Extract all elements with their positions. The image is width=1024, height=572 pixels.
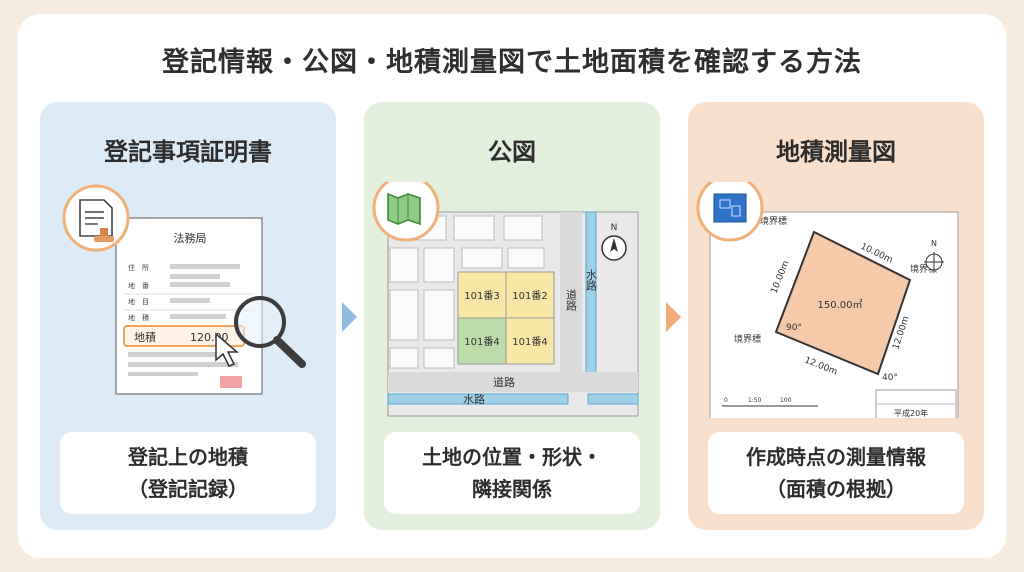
footer-line-1: 登記上の地積 <box>128 445 248 469</box>
vertical-road <box>560 212 582 372</box>
horizontal-road <box>388 372 638 392</box>
scale-tick-1: 0 <box>724 397 728 404</box>
seal-stamp <box>220 376 242 388</box>
panel-registry-footer: 登記上の地積 （登記記録） <box>60 432 316 514</box>
lot-101-3 <box>457 271 507 319</box>
angle-label-2: 40° <box>882 373 898 383</box>
boundary-label-1: 境界標 <box>760 215 787 227</box>
footer-line-2: （面積の根拠） <box>766 477 906 501</box>
survey-map-illustration: 150.00㎡ 10.00m 10.00m 12.00m 12.00m 境界標 … <box>696 182 959 418</box>
lot-label-2: 101番2 <box>512 290 547 302</box>
road-vertical-label: 道路 <box>565 288 578 312</box>
panel-registry-heading: 登記事項証明書 <box>104 138 272 166</box>
north-label: N <box>931 239 937 248</box>
footer-line-1: 作成時点の測量情報 <box>746 445 926 469</box>
lot-101-4-right <box>505 317 555 365</box>
panel-cadastral-heading: 公図 <box>488 138 536 166</box>
angle-label-1: 90° <box>786 323 802 333</box>
page-title: 登記情報・公図・地積測量図で土地面積を確認する方法 <box>162 47 862 78</box>
surveyed-parcel <box>774 230 912 376</box>
surrounding-parcels <box>389 215 545 369</box>
cursor-icon <box>215 332 240 367</box>
road-label: 道路 <box>493 375 515 389</box>
lot-label-4: 101番4 <box>512 336 547 348</box>
panel-cadastral-footer: 土地の位置・形状・ 隣接関係 <box>384 432 640 514</box>
vertical-waterway <box>585 211 597 383</box>
panel-survey-map: 地積測量図 150.00㎡ 10.00m 10.00m 12.00m 12.00… <box>688 102 984 530</box>
boundary-label-3: 境界標 <box>734 333 761 345</box>
parcel-area: 150.00㎡ <box>818 299 863 311</box>
doc-row-label-2: 地 番 <box>128 281 149 290</box>
scale-tick-2: 1:50 <box>748 397 762 404</box>
cadastral-map-illustration: 101番3 101番2 101番4 101番4 道路 水路 道路 水路 N <box>372 182 639 417</box>
horizontal-waterway <box>387 393 569 405</box>
water-label: 水路 <box>463 393 485 406</box>
lot-label-3: 101番4 <box>464 336 499 348</box>
doc-row-label-1: 住 所 <box>128 263 149 272</box>
doc-header: 法務局 <box>174 231 207 245</box>
lot-label-1: 101番3 <box>464 290 499 302</box>
footer-line-2: 隣接関係 <box>472 477 552 501</box>
registry-certificate-illustration: 法務局 住 所 地 番 地 目 地 積 地積 120.00 <box>62 184 306 395</box>
panel-registry: 登記事項証明書 法務局 住 所 地 番 地 目 地 積 地積 120.00 <box>40 102 336 530</box>
doc-text-lines <box>128 264 240 376</box>
doc-row-label-4: 地 積 <box>128 313 149 322</box>
footer-line-1: 土地の位置・形状・ <box>422 445 602 469</box>
area-label: 地積 <box>134 330 156 344</box>
panel-survey-heading: 地積測量図 <box>776 138 896 166</box>
footer-line-2: （登記記録） <box>128 477 248 501</box>
lot-101-2 <box>505 271 555 319</box>
panel-survey-footer: 作成時点の測量情報 （面積の根拠） <box>708 432 964 514</box>
water-vertical-label: 水路 <box>585 269 598 292</box>
title-block-date: 平成20年 <box>894 408 928 418</box>
doc-row-label-3: 地 目 <box>128 297 149 306</box>
lot-101-4-left <box>457 317 507 365</box>
arrow-right-icon <box>342 302 357 332</box>
arrow-right-icon <box>666 302 681 332</box>
scale-tick-3: 100 <box>780 397 792 404</box>
north-label: N <box>611 223 618 233</box>
panel-cadastral-map: 公図 101番3 101番2 101番4 101番4 道路 水路 道路 水路 <box>364 102 660 530</box>
magnifier-icon <box>234 296 286 348</box>
